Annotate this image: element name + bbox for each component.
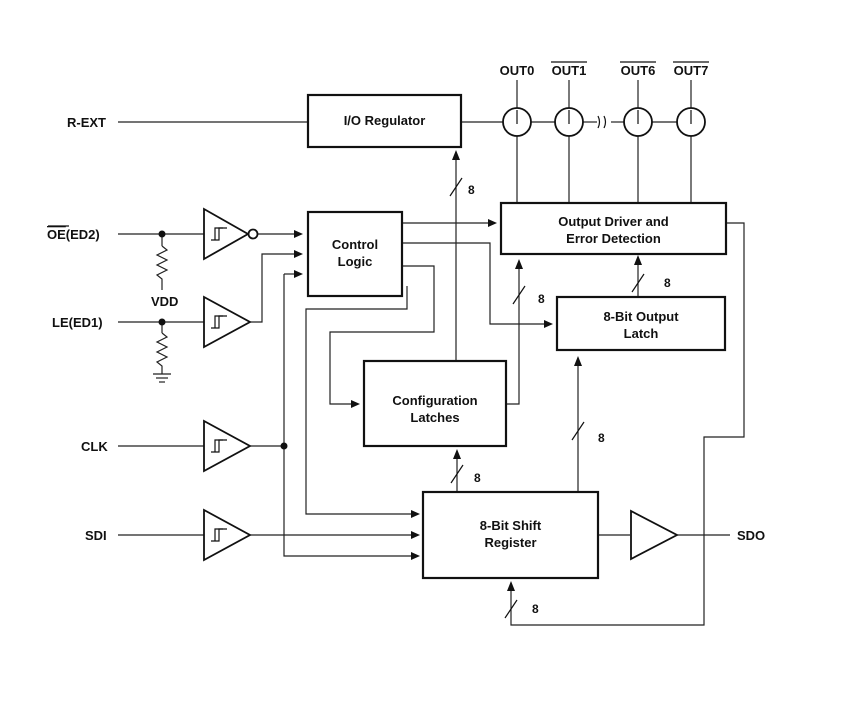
output-driver-block: Output Driver and Error Detection [499, 201, 728, 256]
oe-buffer [203, 207, 259, 261]
control-logic-label-line1: Control [332, 237, 378, 252]
output-current-sources [502, 107, 706, 137]
io-regulator-label: I/O Regulator [344, 113, 426, 128]
sdi-buffer [203, 508, 252, 562]
oe-label: OE(ED2) [47, 227, 100, 242]
wires [118, 80, 745, 626]
break-mark [597, 115, 601, 129]
output-latch-label-line2: Latch [624, 326, 659, 341]
clk-label: CLK [81, 439, 108, 454]
sdo-buffer [630, 509, 679, 561]
bus-width-config-to-driver: 8 [538, 292, 545, 306]
rext-label: R-EXT [67, 115, 106, 130]
le-label: LE(ED1) [52, 315, 103, 330]
le-buffer [203, 295, 252, 349]
shift-register-block: 8-Bit Shift Register [421, 490, 600, 580]
bus-width-labels: 8 8 8 8 8 8 [468, 183, 671, 616]
sdo-label: SDO [737, 528, 765, 543]
oe-label-suffix: (ED2) [66, 227, 100, 242]
shift-register-label-line1: 8-Bit Shift [480, 518, 542, 533]
shift-register-label-line2: Register [484, 535, 536, 550]
pin-labels: R-EXT OE(ED2) VDD LE(ED1) CLK SDI SDO OU… [47, 61, 765, 543]
out7-label: OUT7 [674, 63, 709, 78]
out1-label: OUT1 [552, 63, 587, 78]
bus-width-latch-to-driver: 8 [664, 276, 671, 290]
control-logic-block: Control Logic [306, 210, 404, 298]
sdi-label: SDI [85, 528, 107, 543]
bus-width-config-to-regulator: 8 [468, 183, 475, 197]
bus-width-shift-to-config: 8 [474, 471, 481, 485]
break-mark [603, 115, 607, 129]
vdd-label: VDD [151, 294, 178, 309]
bus-width-shift-to-latch: 8 [598, 431, 605, 445]
out0-label: OUT0 [500, 63, 535, 78]
out6-label: OUT6 [621, 63, 656, 78]
bus-slashes [449, 177, 645, 619]
control-logic-label-line2: Logic [338, 254, 373, 269]
configuration-label-line1: Configuration [392, 393, 477, 408]
output-driver-label-line2: Error Detection [566, 231, 661, 246]
output-latch-block: 8-Bit Output Latch [555, 295, 727, 352]
junctions [158, 230, 288, 450]
clk-buffer [203, 419, 252, 473]
configuration-label-line2: Latches [410, 410, 459, 425]
io-regulator-block: I/O Regulator [306, 93, 463, 149]
oe-label-overbar: OE [47, 227, 66, 242]
output-latch-label-line1: 8-Bit Output [603, 309, 679, 324]
bus-width-driver-to-shift: 8 [532, 602, 539, 616]
configuration-latches-block: Configuration Latches [362, 359, 508, 448]
output-driver-label-line1: Output Driver and [558, 214, 669, 229]
